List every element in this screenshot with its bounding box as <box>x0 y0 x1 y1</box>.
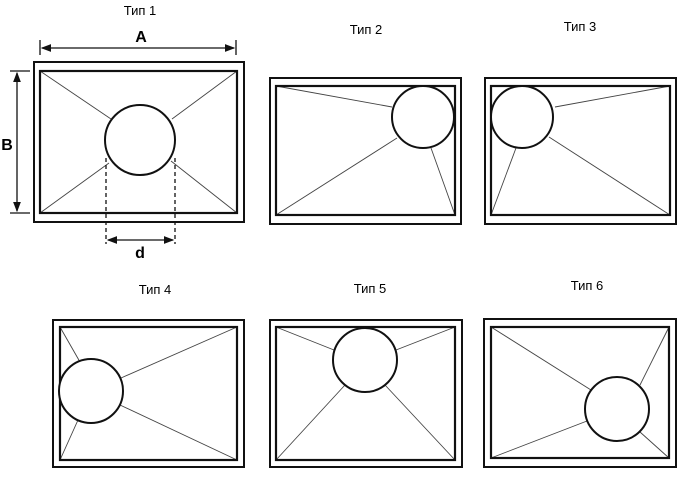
type-4-diagram: Тип 4 <box>52 282 245 468</box>
drain-circle <box>391 85 455 149</box>
drain-circle <box>332 327 398 393</box>
type-3-label: Тип 3 <box>564 19 597 34</box>
drain-circle <box>58 358 124 424</box>
type-3-diagram: Тип 3 <box>484 19 677 225</box>
type-5-label: Тип 5 <box>354 281 387 296</box>
type-2-label: Тип 2 <box>350 22 383 37</box>
type-1-diagram: Тип 1 d A B <box>1 3 245 262</box>
type-6-diagram: Тип 6 <box>483 278 677 468</box>
drain-circle <box>104 104 176 176</box>
drain-circle <box>584 376 650 442</box>
type-4-label: Тип 4 <box>139 282 172 297</box>
type-1-label: Тип 1 <box>124 3 157 18</box>
type-6-label: Тип 6 <box>571 278 604 293</box>
dimension-d-label: d <box>135 245 145 262</box>
type-2-diagram: Тип 2 <box>269 22 462 225</box>
dimension-a-label: A <box>135 29 147 46</box>
dimension-b-label: B <box>1 137 13 154</box>
type-5-diagram: Тип 5 <box>269 281 463 468</box>
drain-circle <box>490 85 554 149</box>
